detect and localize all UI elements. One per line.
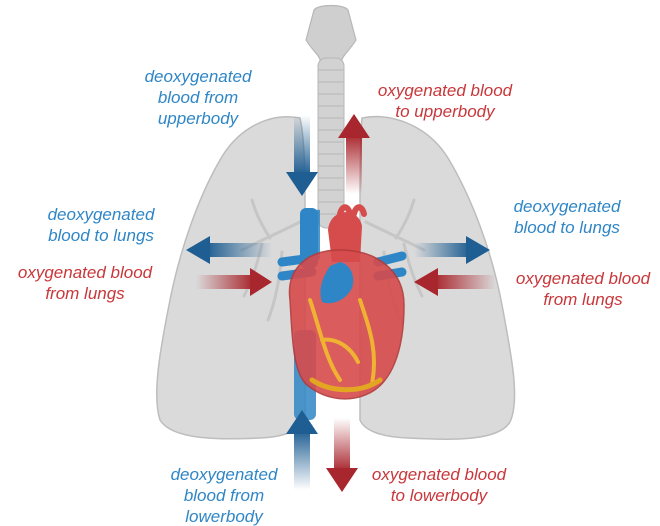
label-deoxy-lowerbody: deoxygenated blood from lowerbody	[158, 464, 290, 526]
label-deoxy-upperbody: deoxygenated blood from upperbody	[134, 66, 262, 129]
trachea-icon	[306, 6, 356, 229]
arrow-oxy-lowerbody-icon	[326, 418, 358, 492]
label-deoxy-to-lungs-right: deoxygenated blood to lungs	[500, 196, 634, 238]
label-oxy-from-lungs-left: oxygenated blood from lungs	[8, 262, 162, 304]
label-oxy-from-lungs-right: oxygenated blood from lungs	[506, 268, 660, 310]
label-oxy-upperbody: oxygenated blood to upperbody	[370, 80, 520, 122]
label-deoxy-to-lungs-left: deoxygenated blood to lungs	[34, 204, 168, 246]
label-oxy-lowerbody: oxygenated blood to lowerbody	[362, 464, 516, 506]
